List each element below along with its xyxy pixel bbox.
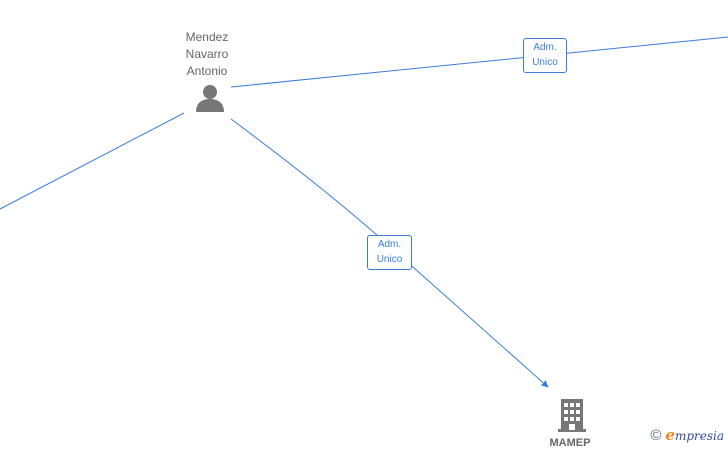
edge-to-mamep <box>230 118 549 388</box>
copyright-icon: © <box>650 426 662 444</box>
edge-to-right <box>230 36 728 88</box>
brand-initial: e <box>665 426 675 444</box>
edge-label-line-2: Unico <box>532 57 558 68</box>
edge-label-line-1: Adm. <box>377 239 402 250</box>
person-name-line-3: Antonio <box>186 64 228 78</box>
person-name-line-1: Mendez <box>185 30 229 44</box>
edge-label-line-1: Adm. <box>533 42 557 53</box>
brand-watermark: © empresia <box>650 426 724 444</box>
person-name[interactable]: Mendez Navarro Antonio <box>167 29 247 80</box>
person-icon[interactable] <box>195 83 225 113</box>
brand-logo: empresia <box>665 426 724 444</box>
brand-name-rest: mpresia <box>674 429 724 443</box>
person-name-line-2: Navarro <box>185 47 229 61</box>
edge-label-adm-unico-right[interactable]: Adm. Unico <box>523 38 567 73</box>
edge-to-left <box>0 112 185 210</box>
building-icon[interactable] <box>557 397 587 433</box>
edge-label-adm-unico-down[interactable]: Adm. Unico <box>367 235 412 270</box>
edge-label-line-2: Unico <box>376 254 403 265</box>
company-name[interactable]: MAMEP <box>549 437 591 449</box>
